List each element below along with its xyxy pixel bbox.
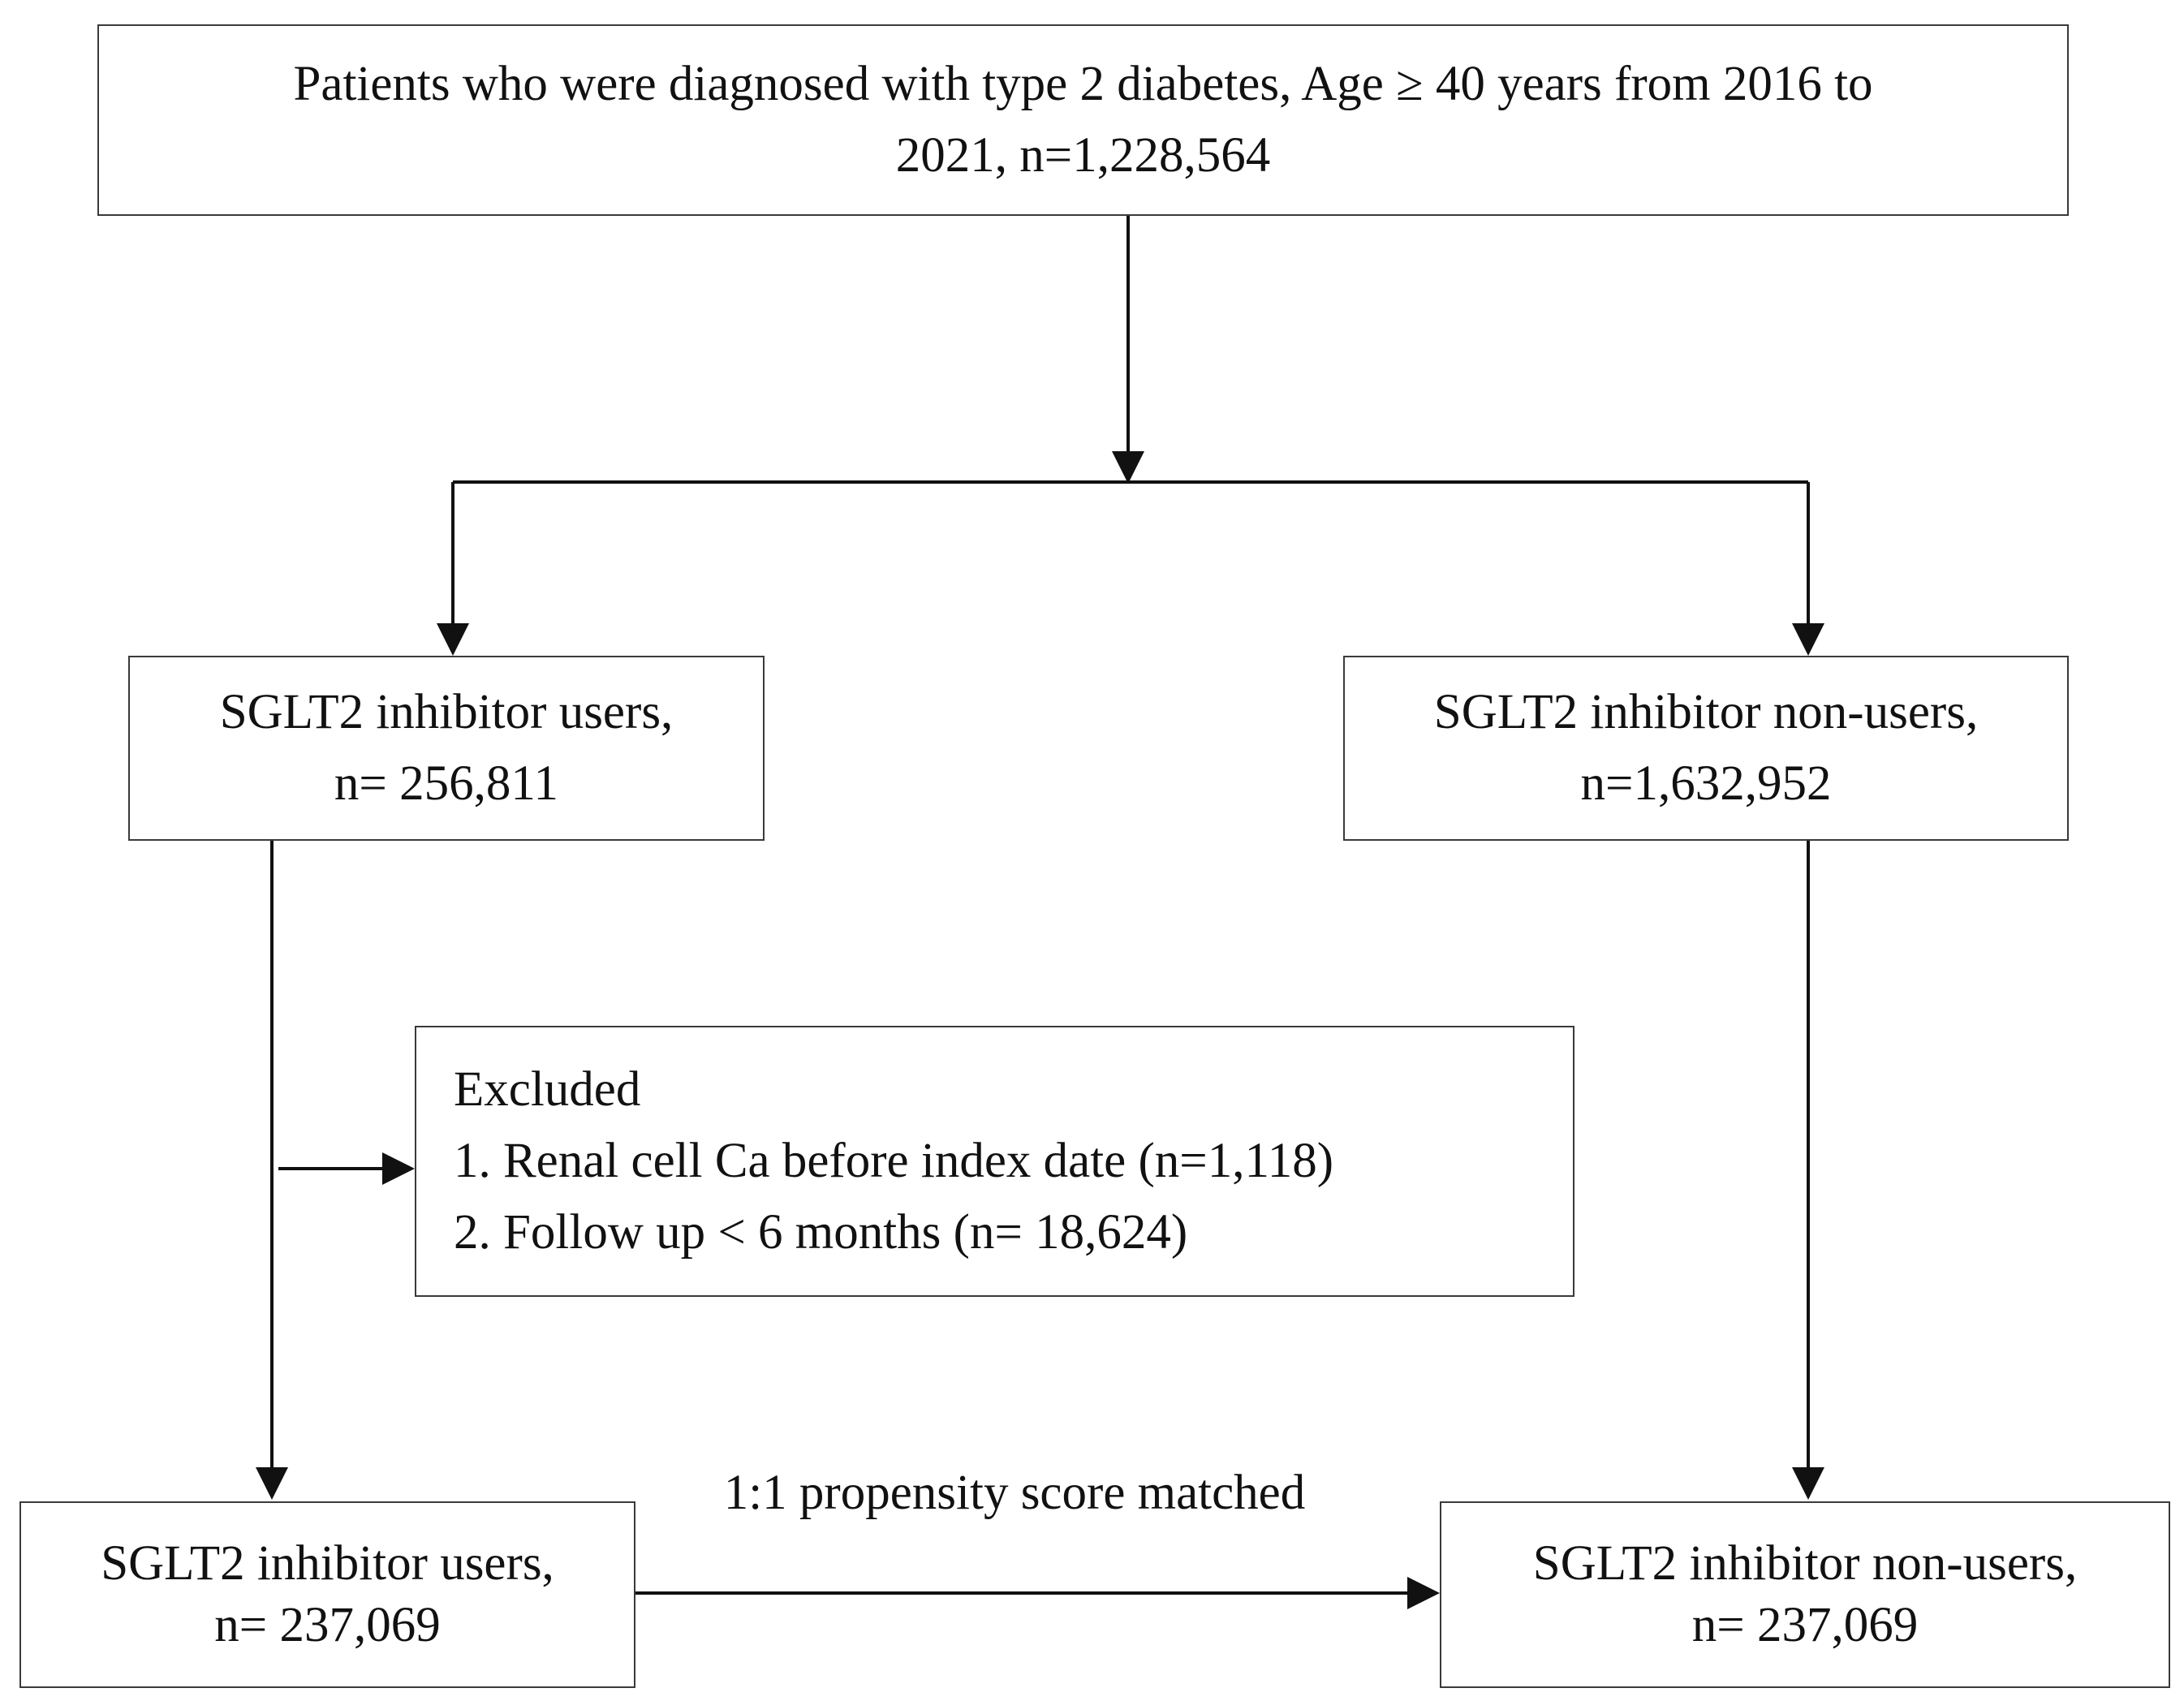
cohort-source-line1: Patients who were diagnosed with type 2 … <box>293 57 1873 111</box>
inhibitor-nonusers-box: SGLT2 inhibitor non-users, n=1,632,952 <box>1343 656 2069 841</box>
excluded-box: Excluded 1. Renal cell Ca before index d… <box>415 1026 1574 1297</box>
inhibitor-users-line1: SGLT2 inhibitor users, <box>219 685 674 739</box>
matched-users-line2: n= 237,069 <box>214 1598 441 1652</box>
inhibitor-users-line2: n= 256,811 <box>334 756 559 811</box>
inhibitor-nonusers-line1: SGLT2 inhibitor non-users, <box>1433 685 1979 739</box>
excluded-item-2: 2. Follow up < 6 months (n= 18,624) <box>454 1205 1188 1260</box>
matched-users-line1: SGLT2 inhibitor users, <box>101 1536 554 1591</box>
matched-nonusers-line2: n= 237,069 <box>1691 1598 1919 1652</box>
cohort-source-line2: 2021, n=1,228,564 <box>895 128 1271 183</box>
matching-label: 1:1 propensity score matched <box>723 1466 1306 1520</box>
matched-nonusers-line1: SGLT2 inhibitor non-users, <box>1532 1536 2078 1591</box>
excluded-title: Excluded <box>454 1062 641 1117</box>
excluded-item-1: 1. Renal cell Ca before index date (n=1,… <box>454 1134 1334 1188</box>
cohort-source-box: Patients who were diagnosed with type 2 … <box>97 24 2069 216</box>
matched-nonusers-box: SGLT2 inhibitor non-users, n= 237,069 <box>1440 1501 2170 1688</box>
inhibitor-nonusers-line2: n=1,632,952 <box>1580 756 1832 811</box>
matched-users-box: SGLT2 inhibitor users, n= 237,069 <box>19 1501 635 1688</box>
inhibitor-users-box: SGLT2 inhibitor users, n= 256,811 <box>128 656 765 841</box>
